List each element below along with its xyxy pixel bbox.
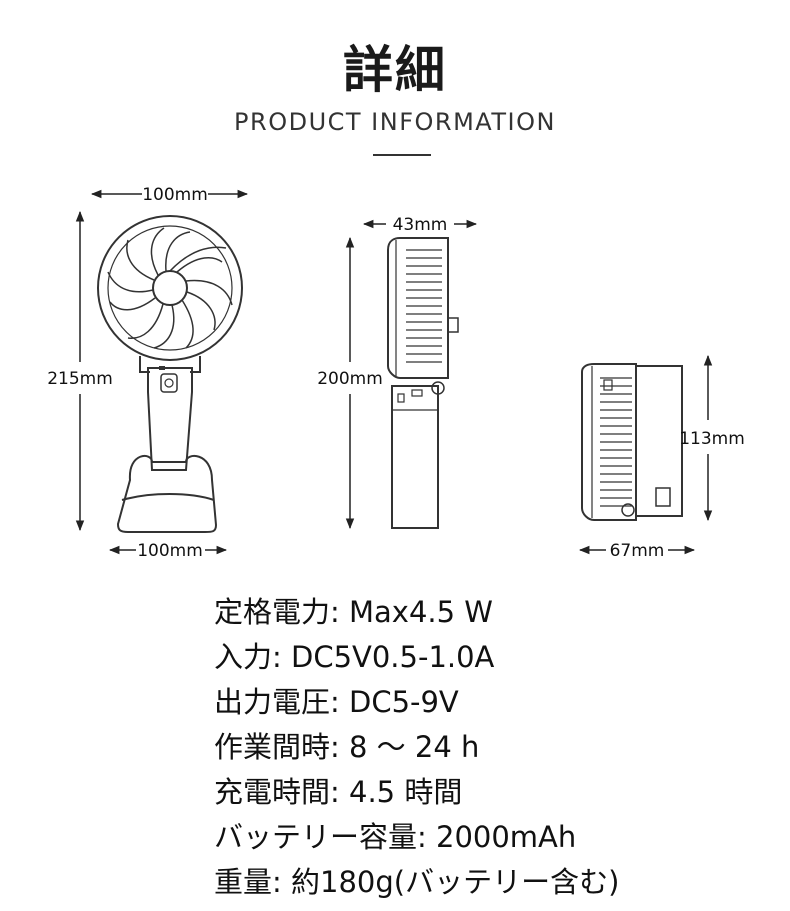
side-height-label: 200mm xyxy=(317,369,383,389)
side-width-label: 43mm xyxy=(393,215,448,235)
spec-charging-time: 充電時間: 4.5 時間 xyxy=(214,775,463,809)
spec-rated-power: 定格電力: Max4.5 W xyxy=(214,595,493,629)
spec-list: 定格電力: Max4.5 W 入力: DC5V0.5-1.0A 出力電圧: DC… xyxy=(214,590,619,905)
spec-weight: 重量: 約180g(バッテリー含む) xyxy=(214,865,620,899)
spec-battery-capacity: バッテリー容量: 2000mAh xyxy=(214,820,577,854)
page-subtitle: PRODUCT INFORMATION xyxy=(234,108,556,136)
dimension-lines xyxy=(75,189,713,555)
front-height-label: 215mm xyxy=(47,369,113,389)
spec-operating-time: 作業間時: 8 〜 24 h xyxy=(214,730,480,764)
folded-height-label: 113mm xyxy=(679,429,745,449)
page-title: 詳細 xyxy=(343,41,447,99)
product-dimension-drawing: 100mm 215mm 100mm 43mm 200mm 113mm 67mm xyxy=(47,185,745,561)
front-width-top-label: 100mm xyxy=(142,185,208,205)
front-width-bottom-label: 100mm xyxy=(137,541,203,561)
folded-width-label: 67mm xyxy=(610,541,665,561)
spec-input: 入力: DC5V0.5-1.0A xyxy=(214,640,495,674)
spec-output-voltage: 出力電圧: DC5-9V xyxy=(214,685,459,719)
folded-view-fan xyxy=(581,363,683,521)
front-view-fan xyxy=(97,215,243,533)
side-view-fan xyxy=(387,237,459,529)
title-divider xyxy=(373,154,431,156)
